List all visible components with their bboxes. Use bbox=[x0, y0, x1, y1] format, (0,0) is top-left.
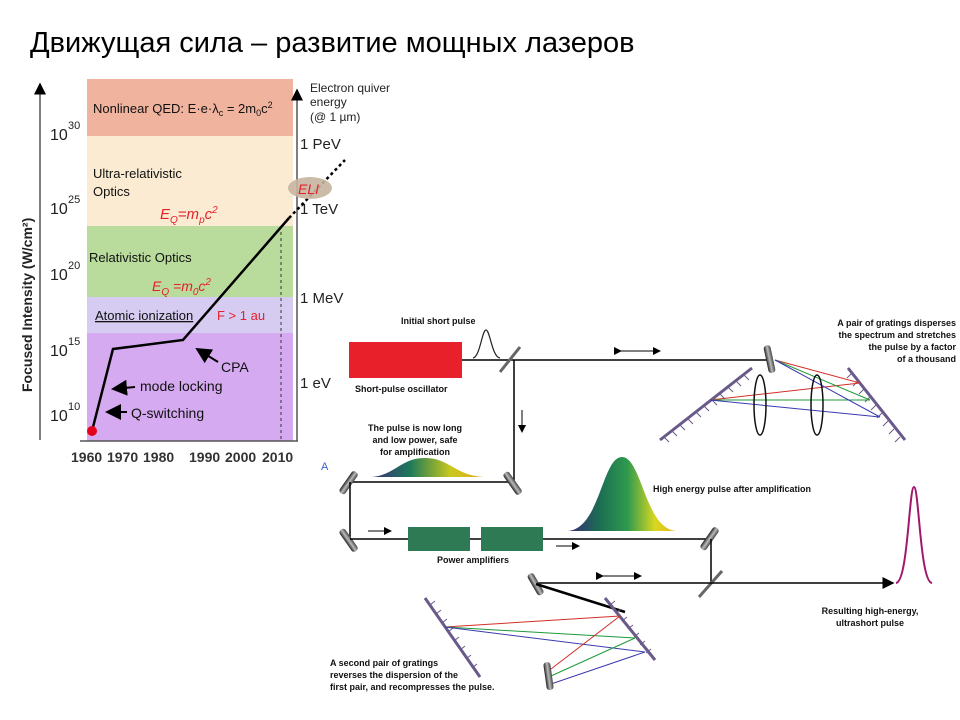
right-tick-tev: 1 TeV bbox=[300, 201, 338, 218]
x-tick: 1980 bbox=[143, 449, 174, 465]
y-tick-10: 10 10 bbox=[50, 401, 80, 425]
eli-oval bbox=[288, 177, 332, 199]
oscillator-label: Short-pulse oscillator bbox=[355, 384, 448, 394]
right-axis-title-2: energy bbox=[310, 95, 347, 109]
initial-pulse-shape bbox=[472, 329, 501, 359]
atomic-ionization-label: Atomic ionization bbox=[95, 308, 193, 323]
svg-text:10: 10 bbox=[50, 201, 68, 218]
mirror-amp-top-right bbox=[503, 471, 522, 495]
region-qed bbox=[87, 79, 293, 136]
svg-text:10: 10 bbox=[50, 343, 68, 360]
amplifier-1 bbox=[408, 527, 470, 551]
long-pulse-label-1: The pulse is now long bbox=[368, 423, 462, 433]
cpa-arrow bbox=[195, 347, 219, 364]
amplifier-2 bbox=[481, 527, 543, 551]
mirror-amp-right bbox=[700, 527, 719, 551]
mirror-top-right bbox=[763, 345, 776, 373]
gratings1-label-1: A pair of gratings disperses bbox=[837, 318, 956, 328]
mirror-compressor-bottom bbox=[543, 662, 554, 691]
right-tick-mev: 1 MeV bbox=[300, 290, 343, 307]
svg-text:30: 30 bbox=[68, 120, 80, 132]
svg-text:15: 15 bbox=[68, 336, 80, 348]
long-pulse-label-3: for amplification bbox=[380, 447, 450, 457]
svg-text:25: 25 bbox=[68, 194, 80, 206]
region-atomic bbox=[87, 297, 293, 333]
start-dot bbox=[87, 426, 97, 436]
ultra-relativistic-formula: EQ=mpc2 bbox=[160, 205, 218, 226]
high-energy-label: High energy pulse after amplification bbox=[653, 484, 811, 494]
relativistic-label: Relativistic Optics bbox=[89, 250, 192, 265]
gratings1-label-3: the pulse by a factor bbox=[868, 342, 956, 352]
initial-pulse-label: Initial short pulse bbox=[401, 316, 476, 326]
beam-splitter-2 bbox=[697, 570, 724, 598]
mode-locking-label: mode locking bbox=[140, 378, 223, 394]
x-tick: 2010 bbox=[262, 449, 293, 465]
eli-label: ELI bbox=[298, 181, 319, 197]
cpa-label: CPA bbox=[221, 359, 249, 375]
mirror-amp-top-left bbox=[339, 471, 358, 495]
slide-title: Движущая сила – развитие мощных лазеров bbox=[30, 27, 635, 59]
mirror-compressor-top bbox=[527, 573, 544, 596]
result-label-1: Resulting high-energy, bbox=[822, 606, 919, 616]
amplifiers-label: Power amplifiers bbox=[437, 555, 509, 565]
svg-text:20: 20 bbox=[68, 260, 80, 272]
gratings2-label-2: reverses the dispersion of the bbox=[330, 670, 458, 680]
y-tick-15: 10 15 bbox=[50, 336, 80, 360]
intensity-curve bbox=[90, 217, 290, 432]
gratings2-label-1: A second pair of gratings bbox=[330, 658, 438, 668]
y-tick-30: 10 30 bbox=[50, 120, 80, 144]
gratings1-label-4: of a thousand bbox=[897, 354, 956, 364]
long-pulse-shape bbox=[370, 458, 485, 477]
gratings1-label-2: the spectrum and stretches bbox=[838, 330, 956, 340]
y-tick-25: 10 25 bbox=[50, 194, 80, 218]
y-axis-label: Focused Intensity (W/cm²) bbox=[19, 218, 35, 392]
svg-text:10: 10 bbox=[50, 267, 68, 284]
svg-text:10: 10 bbox=[50, 408, 68, 425]
x-tick: 2000 bbox=[225, 449, 256, 465]
cpa-diagram: Short-pulse oscillator Initial short pul… bbox=[330, 316, 956, 692]
x-tick: 1960 bbox=[71, 449, 102, 465]
svg-text:10: 10 bbox=[68, 401, 80, 413]
ultra-relativistic-label-1: Ultra-relativistic bbox=[93, 166, 182, 181]
grating-stretcher bbox=[659, 359, 907, 443]
result-label-2: ultrashort pulse bbox=[836, 618, 904, 628]
right-axis-title-3: (@ 1 µm) bbox=[310, 110, 360, 124]
intensity-curve-extrapolation bbox=[288, 159, 346, 219]
region-qed-label: Nonlinear QED: E·e·λc = 2m0c2 bbox=[93, 100, 273, 118]
oscillator-box bbox=[349, 342, 462, 378]
atomic-ionization-extra: F > 1 au bbox=[217, 308, 265, 323]
svg-text:10: 10 bbox=[50, 127, 68, 144]
x-tick: 1970 bbox=[107, 449, 138, 465]
output-pulse-shape bbox=[895, 485, 933, 584]
beam-splitter-1 bbox=[498, 346, 522, 373]
stray-label: A bbox=[321, 461, 329, 473]
right-axis-title-1: Electron quiver bbox=[310, 81, 390, 95]
long-pulse-label-2: and low power, safe bbox=[372, 435, 457, 445]
q-switching-label: Q-switching bbox=[131, 405, 204, 421]
ultra-relativistic-label-2: Optics bbox=[93, 184, 130, 199]
high-energy-pulse-shape bbox=[567, 457, 677, 531]
right-tick-ev: 1 eV bbox=[300, 375, 331, 392]
mirror-amp-bottom-left bbox=[339, 528, 358, 552]
grating-compressor bbox=[423, 582, 657, 691]
region-ultra-relativistic bbox=[87, 136, 293, 226]
y-tick-20: 10 20 bbox=[50, 260, 80, 284]
intensity-chart: Focused Intensity (W/cm²) 10 10 10 15 10… bbox=[19, 79, 390, 473]
right-tick-pev: 1 PeV bbox=[300, 136, 341, 153]
mode-locking-arrow bbox=[111, 379, 136, 396]
x-tick: 1990 bbox=[189, 449, 220, 465]
region-relativistic bbox=[87, 226, 293, 297]
gratings2-label-3: first pair, and recompresses the pulse. bbox=[330, 682, 495, 692]
